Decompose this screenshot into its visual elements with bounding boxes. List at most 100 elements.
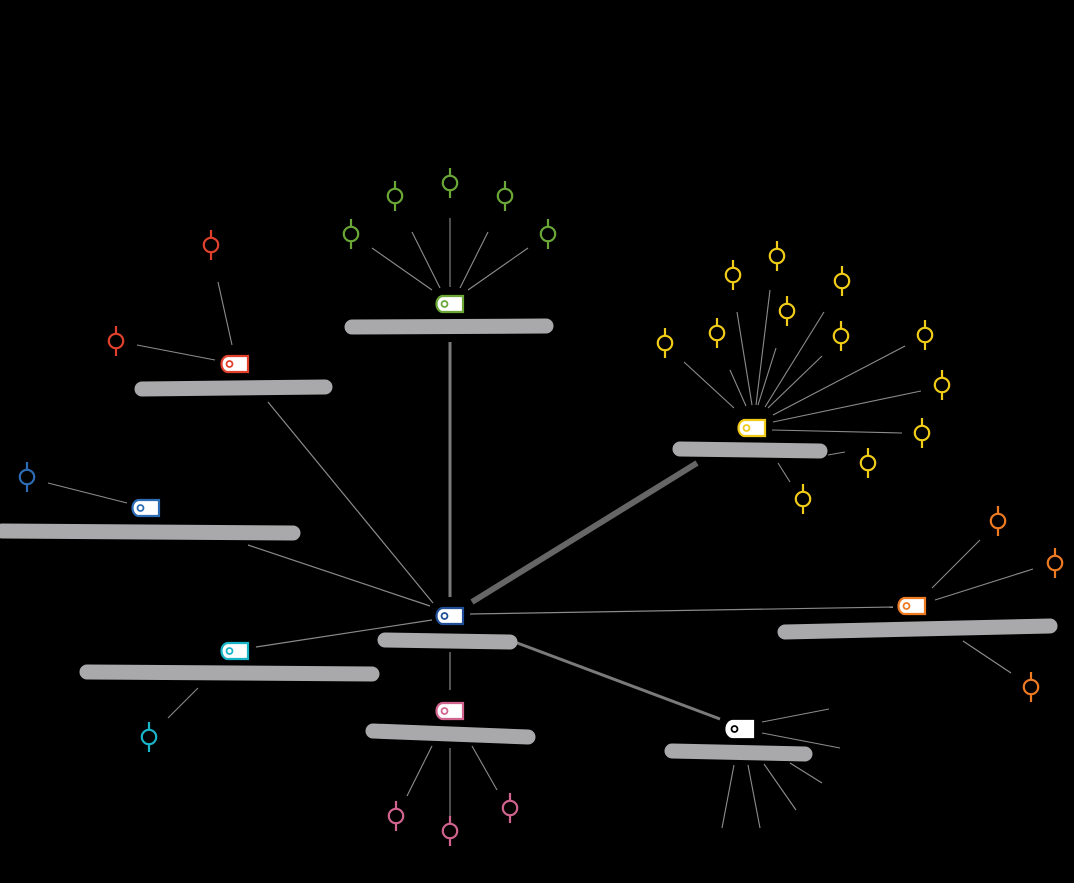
green-node-endpoint-icon[interactable] [342, 219, 360, 249]
pink-node-leaf-link [406, 745, 433, 797]
yellow-node-label-bar [672, 441, 828, 459]
edge-hub-to-red [267, 401, 434, 604]
yellow-node-endpoint-icon[interactable] [724, 260, 742, 290]
orange-node-endpoint-icon[interactable] [989, 506, 1007, 536]
central-hub-node[interactable] [435, 606, 465, 626]
black-node[interactable] [725, 719, 755, 739]
pink-node-port-icon [440, 707, 449, 715]
orange-node-endpoint-icon[interactable] [1022, 672, 1040, 702]
yellow-node-endpoint-icon[interactable] [768, 241, 786, 271]
green-node-leaf-link [459, 231, 489, 289]
yellow-node-tag-icon [737, 418, 767, 438]
black-node-leaf-link [789, 762, 823, 784]
orange-node-leaf-link [931, 539, 981, 589]
blue-node-endpoint-icon[interactable] [18, 462, 36, 492]
green-node[interactable] [435, 294, 465, 314]
black-node-leaf-link [763, 763, 797, 811]
yellow-node-endpoint-icon[interactable] [832, 321, 850, 351]
yellow-node-endpoint-icon[interactable] [656, 328, 674, 358]
pink-node-label-bar [365, 723, 536, 745]
blue-node-port-icon [136, 504, 145, 512]
yellow-node-leaf-link [772, 390, 922, 423]
cyan-node-port-icon [225, 647, 234, 655]
orange-node-tag-icon [897, 596, 927, 616]
yellow-node-leaf-link [772, 345, 906, 416]
central-hub-node-label-bar [377, 632, 518, 650]
edge-hub-to-orange [469, 606, 894, 615]
pink-node[interactable] [435, 701, 465, 721]
red-node-label-bar [134, 379, 333, 397]
cyan-node[interactable] [220, 641, 250, 661]
cyan-node-endpoint-icon[interactable] [140, 722, 158, 752]
yellow-node-leaf-link [771, 429, 903, 434]
edge-hub-to-black [511, 639, 721, 721]
yellow-node-leaf-link [757, 347, 777, 406]
leaves-layer [18, 168, 1064, 846]
orange-node-endpoint-icon[interactable] [1046, 548, 1064, 578]
cyan-node-leaf-link [167, 687, 199, 719]
green-node-leaf-link [411, 231, 441, 289]
pink-node-leaf-link [471, 745, 498, 791]
yellow-node-leaf-link [827, 451, 846, 456]
orange-node-leaf-link [934, 568, 1034, 601]
pink-node-endpoint-icon[interactable] [387, 801, 405, 831]
yellow-node-endpoint-icon[interactable] [708, 318, 726, 348]
yellow-node-endpoint-icon[interactable] [833, 266, 851, 296]
pink-node-endpoint-icon[interactable] [441, 816, 459, 846]
yellow-node-endpoint-icon[interactable] [794, 484, 812, 514]
central-hub-node-port-icon [440, 612, 449, 620]
edges-layer [247, 342, 894, 721]
red-node-leaf-link [217, 281, 233, 346]
black-node-label-bar [664, 743, 813, 762]
yellow-node-leaf-link [683, 361, 735, 409]
yellow-node-port-icon [742, 424, 751, 432]
yellow-node-endpoint-icon[interactable] [859, 448, 877, 478]
yellow-node-endpoint-icon[interactable] [913, 418, 931, 448]
red-node-endpoint-icon[interactable] [107, 326, 125, 356]
label-bars-layer [0, 318, 1058, 762]
red-node-leaf-link [136, 344, 216, 361]
green-node-endpoint-icon[interactable] [539, 219, 557, 249]
yellow-node-leaf-link [767, 355, 823, 409]
green-node-leaf-link [467, 247, 529, 291]
cyan-node-tag-icon [220, 641, 250, 661]
blue-node[interactable] [131, 498, 161, 518]
green-node-endpoint-icon[interactable] [441, 168, 459, 198]
green-node-leaf-link [371, 247, 433, 291]
green-node-label-bar [344, 318, 554, 335]
black-node-tag-icon [725, 719, 755, 739]
yellow-node-endpoint-icon[interactable] [778, 296, 796, 326]
pink-node-endpoint-icon[interactable] [501, 793, 519, 823]
orange-node[interactable] [897, 596, 927, 616]
black-node-port-icon [730, 725, 739, 733]
black-node-leaf-link [721, 764, 735, 829]
blue-node-leaf-link [47, 482, 128, 504]
orange-node-leaf-link [962, 640, 1012, 674]
green-node-endpoint-icon[interactable] [386, 181, 404, 211]
red-node-port-icon [225, 360, 234, 368]
green-node-tag-icon [435, 294, 465, 314]
central-hub-node-tag-icon [435, 606, 465, 626]
green-node-port-icon [440, 300, 449, 308]
red-node-tag-icon [220, 354, 250, 374]
yellow-node-leaf-link [755, 289, 771, 406]
yellow-node-leaf-link [764, 311, 825, 408]
edge-hub-to-yellow [470, 460, 699, 605]
yellow-node-leaf-link [736, 311, 753, 406]
yellow-node-endpoint-icon[interactable] [916, 320, 934, 350]
blue-node-tag-icon [131, 498, 161, 518]
red-node-endpoint-icon[interactable] [202, 230, 220, 260]
black-node-leaf-link [761, 708, 830, 723]
blue-node-label-bar [0, 523, 301, 541]
yellow-node[interactable] [737, 418, 767, 438]
yellow-node-endpoint-icon[interactable] [933, 370, 951, 400]
green-node-endpoint-icon[interactable] [496, 181, 514, 211]
edge-hub-to-cyan [255, 619, 433, 648]
red-node[interactable] [220, 354, 250, 374]
pink-node-tag-icon [435, 701, 465, 721]
orange-node-label-bar [777, 618, 1058, 640]
black-node-leaf-link [761, 732, 841, 749]
orange-node-port-icon [902, 602, 911, 610]
edge-hub-to-blue [247, 544, 431, 607]
